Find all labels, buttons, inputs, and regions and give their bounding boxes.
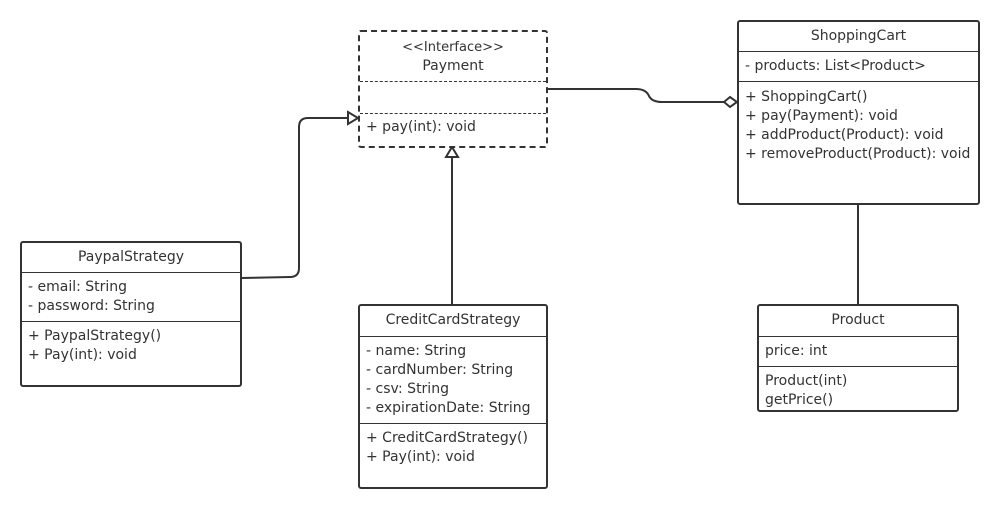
credit-card-strategy-attribute: - name: String	[366, 343, 467, 359]
payment-header: <<Interface>> Payment	[360, 32, 546, 82]
paypal-realization-arrowhead	[347, 110, 360, 126]
credit-card-strategy-attribute: - cardNumber: String	[366, 362, 514, 378]
shopping-cart-header: ShoppingCart	[739, 22, 978, 52]
product-method: getPrice()	[765, 392, 834, 408]
product-attributes: price: int	[759, 337, 957, 367]
product-class-name: Product	[831, 312, 885, 328]
payment-stereotype: <<Interface>>	[402, 40, 504, 55]
paypal-strategy-header: PaypalStrategy	[22, 243, 240, 273]
shopping-cart-class-box[interactable]: ShoppingCart - products: List<Product> +…	[737, 20, 980, 205]
paypal-strategy-methods: + PaypalStrategy() + Pay(int): void	[22, 322, 240, 365]
shopping-cart-method: + removeProduct(Product): void	[745, 146, 971, 162]
payment-attributes	[360, 82, 546, 114]
credit-card-strategy-method: + Pay(int): void	[366, 449, 475, 465]
product-header: Product	[759, 306, 957, 337]
product-attribute: price: int	[765, 343, 828, 359]
product-class-box[interactable]: Product price: int Product(int) getPrice…	[757, 304, 959, 412]
credit-card-strategy-attributes: - name: String - cardNumber: String - cs…	[360, 337, 546, 424]
aggregation-diamond	[722, 95, 739, 109]
shopping-cart-attribute: - products: List<Product>	[745, 58, 926, 74]
creditcard-realization-arrowhead	[444, 145, 460, 158]
paypal-strategy-class-box[interactable]: PaypalStrategy - email: String - passwor…	[20, 241, 242, 387]
payment-interface-box[interactable]: <<Interface>> Payment + pay(int): void	[358, 30, 548, 148]
paypal-payment-realization-line	[241, 117, 348, 279]
credit-card-strategy-class-name: CreditCardStrategy	[385, 312, 521, 328]
payment-class-name: Payment	[422, 58, 484, 74]
shopping-cart-method: + pay(Payment): void	[745, 108, 898, 124]
shopping-cart-method: + addProduct(Product): void	[745, 127, 944, 143]
shopping-cart-methods: + ShoppingCart() + pay(Payment): void + …	[739, 82, 978, 164]
payment-method: + pay(int): void	[366, 119, 476, 135]
shopping-cart-method: + ShoppingCart()	[745, 89, 868, 105]
product-methods: Product(int) getPrice()	[759, 367, 957, 410]
credit-card-strategy-header: CreditCardStrategy	[360, 306, 546, 337]
credit-card-strategy-class-box[interactable]: CreditCardStrategy - name: String - card…	[358, 304, 548, 489]
product-method: Product(int)	[765, 373, 848, 389]
credit-card-strategy-attribute: - expirationDate: String	[366, 400, 531, 416]
payment-cart-aggregation-line	[548, 88, 724, 103]
payment-methods: + pay(int): void	[360, 114, 546, 137]
credit-card-strategy-methods: + CreditCardStrategy() + Pay(int): void	[360, 424, 546, 467]
paypal-strategy-method: + PaypalStrategy()	[28, 328, 162, 344]
paypal-strategy-method: + Pay(int): void	[28, 347, 137, 363]
shopping-cart-attributes: - products: List<Product>	[739, 52, 978, 82]
credit-card-strategy-attribute: - csv: String	[366, 381, 449, 397]
credit-card-strategy-method: + CreditCardStrategy()	[366, 430, 528, 446]
shopping-cart-class-name: ShoppingCart	[810, 28, 907, 44]
paypal-strategy-attribute: - email: String	[28, 279, 128, 295]
paypal-strategy-attributes: - email: String - password: String	[22, 273, 240, 322]
paypal-strategy-class-name: PaypalStrategy	[77, 249, 185, 265]
paypal-strategy-attribute: - password: String	[28, 298, 155, 314]
